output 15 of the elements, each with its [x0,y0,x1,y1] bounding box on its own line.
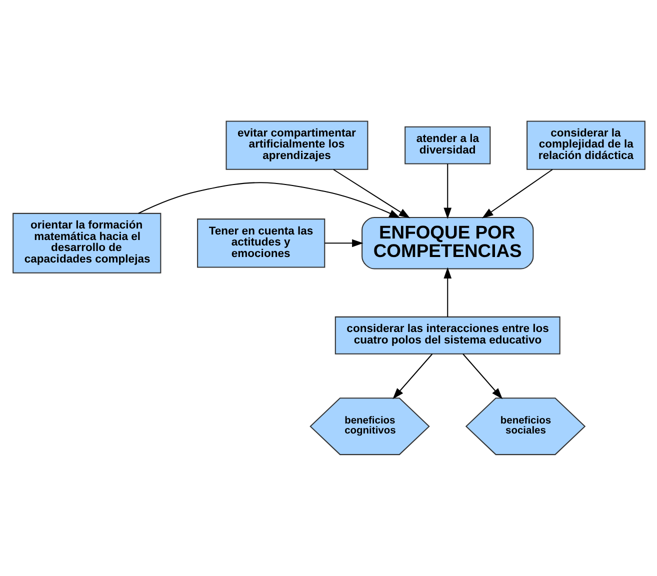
arrow [443,164,452,219]
node-box: considerar la complejidad de la relación didáctica [526,120,645,170]
arrow [443,267,452,317]
node-box: atender a la diversidad [404,126,490,164]
arrow [462,354,502,400]
arrow [138,182,400,218]
arrow [332,169,410,218]
arrow [481,169,552,218]
node-box: evitar compartimentar artificialmente los aprendizajes [225,120,368,170]
arrow [392,354,432,400]
node-box: ENFOQUE POR COMPETENCIAS [361,217,534,270]
node-box: considerar las interacciones entre los cuatro polos del sistema educativo [334,316,560,354]
node-box: Tener en cuenta las actitudes y emociones [196,218,325,268]
node-box: orientar la formación matemática hacia el desarrollo de capacidades complejas [12,212,161,274]
arrow [324,239,363,248]
